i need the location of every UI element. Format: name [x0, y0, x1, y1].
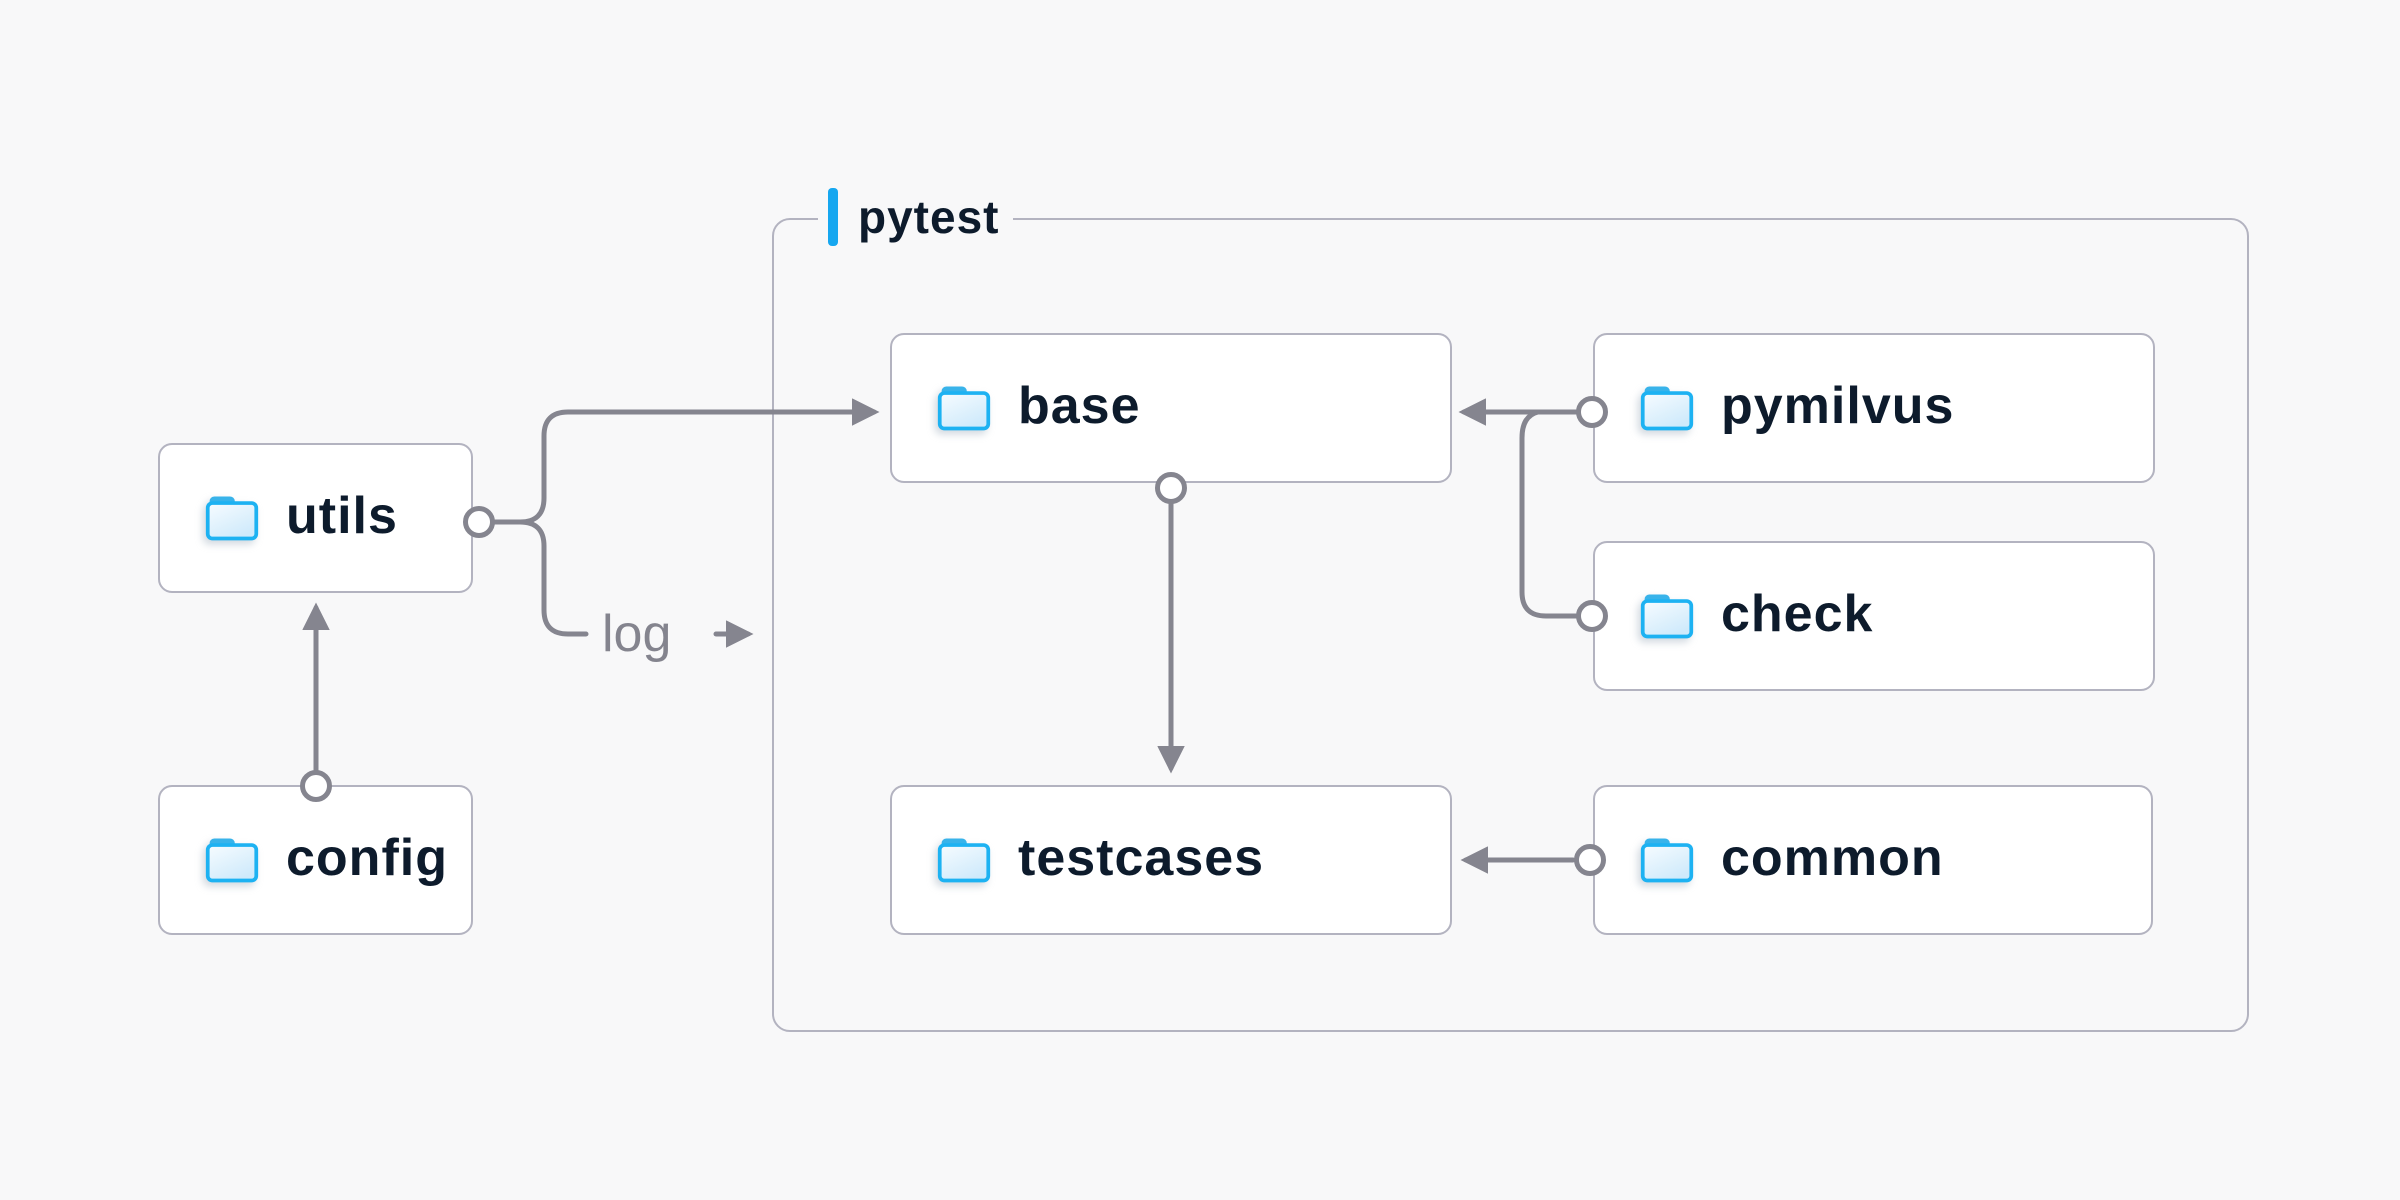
folder-icon	[937, 838, 991, 883]
folder-icon	[205, 838, 259, 883]
node-base: base	[890, 333, 1452, 483]
group-pytest-label: pytest	[818, 186, 1014, 248]
node-check: check	[1593, 541, 2155, 691]
node-label-base: base	[1018, 377, 1141, 435]
node-pymilvus: pymilvus	[1593, 333, 2155, 483]
node-label-common: common	[1721, 829, 1944, 887]
node-testcases: testcases	[890, 785, 1452, 935]
node-config: config	[158, 785, 473, 935]
folder-icon	[1640, 594, 1694, 639]
node-label-testcases: testcases	[1018, 829, 1265, 887]
group-pytest	[772, 218, 2249, 1032]
folder-icon	[1640, 386, 1694, 431]
node-label-pymilvus: pymilvus	[1721, 377, 1955, 435]
folder-icon	[205, 496, 259, 541]
edge-label-log: log	[602, 605, 672, 663]
accent-bar	[828, 188, 838, 246]
node-label-check: check	[1721, 585, 1874, 643]
node-common: common	[1593, 785, 2153, 935]
node-label-utils: utils	[286, 487, 398, 545]
node-utils: utils	[158, 443, 473, 593]
group-title: pytest	[858, 191, 1000, 243]
folder-icon	[937, 386, 991, 431]
node-label-config: config	[286, 829, 448, 887]
edge-utils-log	[517, 519, 589, 637]
folder-icon	[1640, 838, 1694, 883]
